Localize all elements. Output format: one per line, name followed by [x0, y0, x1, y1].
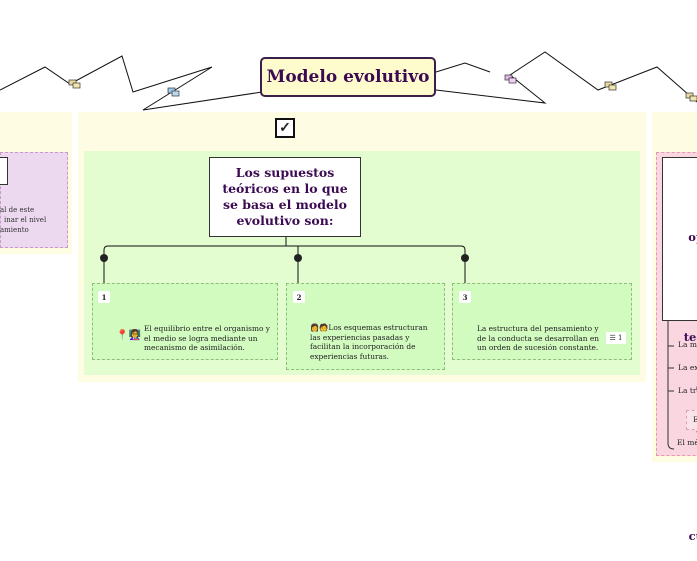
main-subtopic[interactable]: Los supuestos teóricos en lo que se basa…	[209, 157, 361, 237]
relationship-lines	[0, 51, 697, 111]
link-tag-icon[interactable]	[604, 81, 617, 91]
topic-text: 👩🧑Los esquemas estructuran las experienc…	[310, 323, 428, 361]
link-tag-icon[interactable]	[68, 79, 81, 89]
checkbox-icon[interactable]: ✓	[275, 118, 295, 138]
right-item[interactable]: La tra	[678, 386, 697, 395]
connector-node	[461, 254, 469, 262]
right-item[interactable]: El me	[677, 438, 697, 447]
person-pin-icon: 📍👩‍🏫	[116, 330, 141, 341]
list-badge-icon[interactable]: ☰ 1	[606, 332, 626, 344]
topic-number: 3	[459, 291, 471, 303]
topic-text: El equilibrio entre el organismo y el me…	[144, 324, 270, 352]
people-icon: 👩🧑	[310, 323, 329, 332]
connector-node	[294, 254, 302, 262]
left-text: al de este inar el nivel amiento	[0, 206, 47, 234]
topic-card-2[interactable]	[286, 283, 445, 370]
connector-node	[100, 254, 108, 262]
right-item[interactable]: La ex	[678, 363, 697, 372]
topic-card-1[interactable]	[92, 283, 278, 360]
central-topic[interactable]: Modelo evolutivo	[260, 57, 436, 97]
link-tag-icon[interactable]	[685, 92, 697, 102]
topic-text: La estructura del pensamiento y de la co…	[477, 324, 599, 352]
right-nested-box	[686, 410, 697, 430]
right-item[interactable]: E	[693, 415, 697, 424]
left-subtopic[interactable]	[0, 152, 68, 248]
right-card[interactable]	[662, 157, 697, 321]
topic-card-3[interactable]	[452, 283, 632, 360]
link-tag-icon[interactable]	[504, 74, 517, 84]
topic-number: 1	[98, 291, 110, 303]
right-connectors	[667, 321, 675, 450]
topic-number: 2	[293, 291, 305, 303]
link-tag-icon[interactable]	[167, 87, 180, 97]
right-item[interactable]: La ma	[678, 340, 697, 349]
left-card	[0, 157, 8, 185]
